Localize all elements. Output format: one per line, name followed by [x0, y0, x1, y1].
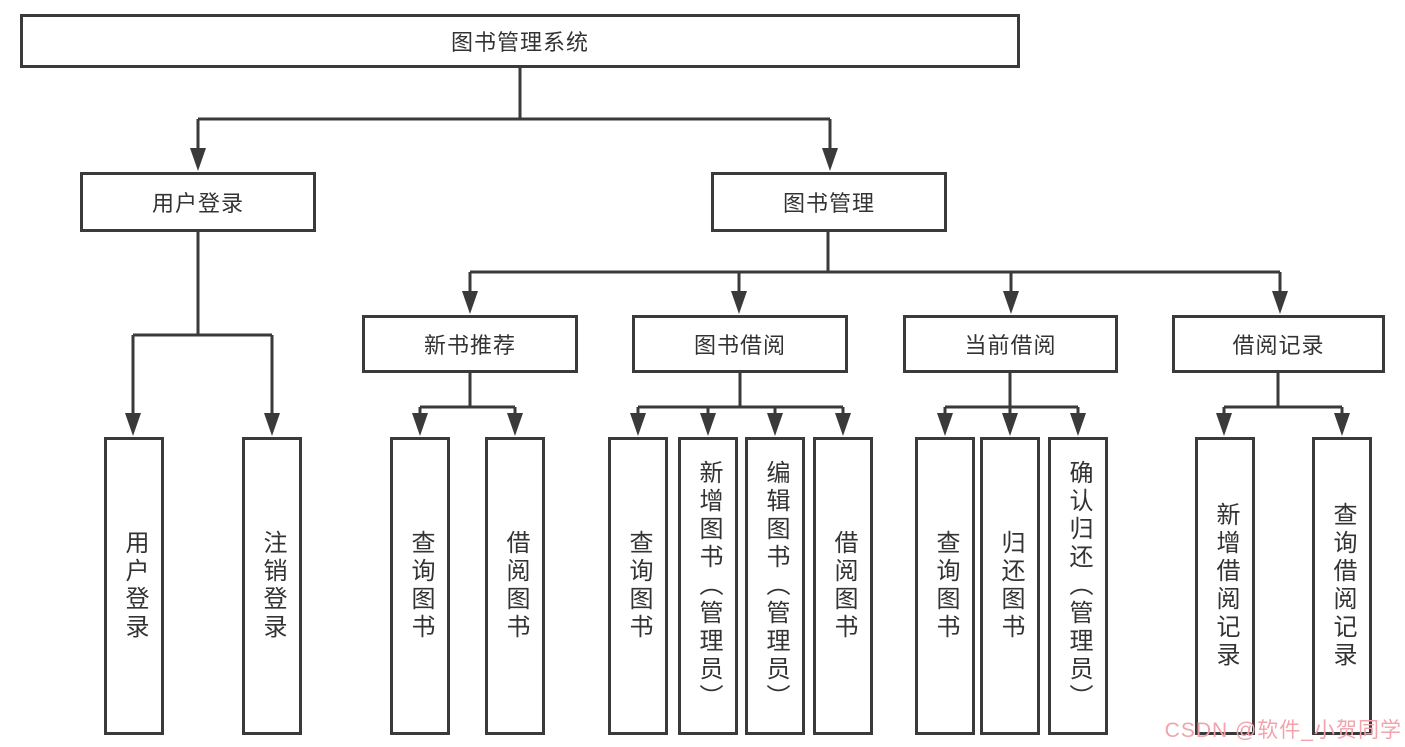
- node-label: 图书管理: [782, 191, 875, 216]
- leaf-return-books: 归还图书: [980, 437, 1040, 735]
- arrow-down-icon: [937, 413, 953, 436]
- arrow-down-icon: [190, 148, 206, 171]
- leaf-query-books-current: 查询图书: [915, 437, 975, 735]
- arrow-down-icon: [630, 413, 646, 436]
- node-book-borrowing: 图书借阅: [632, 315, 848, 373]
- arrow-down-icon: [1272, 291, 1288, 314]
- node-label: 确认归还（管理员）: [1065, 460, 1092, 712]
- node-label: 查询借阅记录: [1329, 502, 1356, 670]
- leaf-borrow-books-newbook: 借阅图书: [485, 437, 545, 735]
- arrow-down-icon: [767, 413, 783, 436]
- arrowheads: [125, 148, 1350, 436]
- leaf-edit-books-admin: 编辑图书（管理员）: [745, 437, 805, 735]
- leaf-logout-login: 注销登录: [242, 437, 302, 735]
- node-new-book-recommendation: 新书推荐: [362, 315, 578, 373]
- node-current-borrowing: 当前借阅: [903, 315, 1118, 373]
- edge-book-borrow-bus: [636, 373, 845, 414]
- edge-current-borrow-bus: [943, 373, 1080, 414]
- node-label: 借阅图书: [502, 530, 529, 642]
- edge-book-mgmt-bus: [468, 232, 1282, 293]
- leaf-query-borrow-record: 查询借阅记录: [1312, 437, 1372, 735]
- node-label: 用户登录: [151, 191, 244, 216]
- arrow-down-icon: [1216, 413, 1232, 436]
- edge-user-login-bus: [131, 232, 274, 414]
- node-label: 图书借阅: [693, 333, 786, 358]
- leaf-user-login: 用户登录: [104, 437, 164, 735]
- arrow-down-icon: [835, 413, 851, 436]
- node-book-management: 图书管理: [711, 172, 947, 232]
- node-label: 图书管理系统: [450, 30, 589, 55]
- arrow-down-icon: [1003, 291, 1019, 314]
- node-label: 查询图书: [625, 530, 652, 642]
- node-label: 新增借阅记录: [1212, 502, 1239, 670]
- edge-root-bus: [196, 68, 832, 150]
- leaf-add-books-admin: 新增图书（管理员）: [678, 437, 738, 735]
- arrow-down-icon: [731, 291, 747, 314]
- node-borrowing-records: 借阅记录: [1172, 315, 1385, 373]
- arrow-down-icon: [507, 413, 523, 436]
- arrow-down-icon: [700, 413, 716, 436]
- node-label: 注销登录: [259, 530, 286, 642]
- arrow-down-icon: [1002, 413, 1018, 436]
- arrow-down-icon: [822, 148, 838, 171]
- node-label: 新书推荐: [423, 333, 516, 358]
- node-label: 查询图书: [932, 530, 959, 642]
- leaf-confirm-return-admin: 确认归还（管理员）: [1048, 437, 1108, 735]
- leaf-borrow-books-borrowing: 借阅图书: [813, 437, 873, 735]
- node-label: 用户登录: [121, 530, 148, 642]
- node-label: 借阅记录: [1232, 333, 1325, 358]
- arrow-down-icon: [462, 291, 478, 314]
- leaf-query-books-newbook: 查询图书: [390, 437, 450, 735]
- arrow-down-icon: [264, 413, 280, 436]
- node-label: 借阅图书: [830, 530, 857, 642]
- node-library-management-system: 图书管理系统: [20, 14, 1020, 68]
- node-label: 当前借阅: [964, 333, 1057, 358]
- node-label: 新增图书（管理员）: [695, 460, 722, 712]
- arrow-down-icon: [1334, 413, 1350, 436]
- arrow-down-icon: [412, 413, 428, 436]
- leaf-add-borrow-record: 新增借阅记录: [1195, 437, 1255, 735]
- edge-borrow-records-bus: [1222, 373, 1344, 414]
- arrow-down-icon: [125, 413, 141, 436]
- node-user-login: 用户登录: [80, 172, 316, 232]
- node-label: 归还图书: [997, 530, 1024, 642]
- csdn-watermark: CSDN @软件_小贺同学: [1164, 719, 1402, 742]
- node-label: 编辑图书（管理员）: [762, 460, 789, 712]
- leaf-query-books-borrowing: 查询图书: [608, 437, 668, 735]
- arrow-down-icon: [1070, 413, 1086, 436]
- edge-new-book-bus: [418, 373, 517, 414]
- node-label: 查询图书: [407, 530, 434, 642]
